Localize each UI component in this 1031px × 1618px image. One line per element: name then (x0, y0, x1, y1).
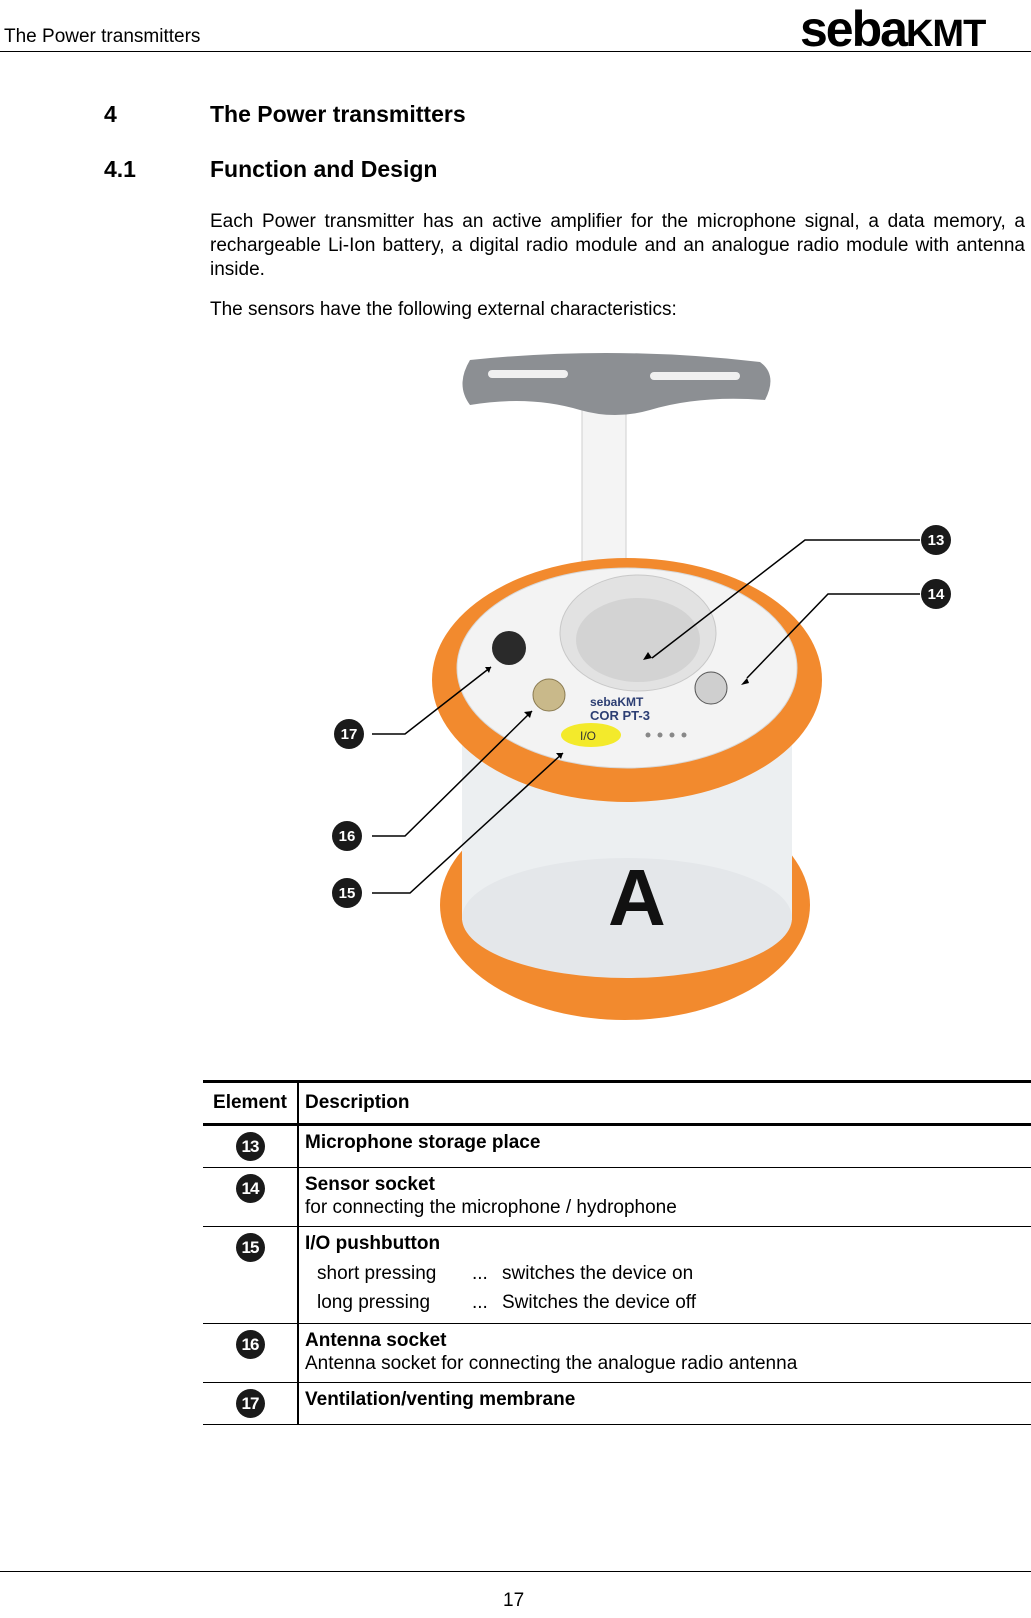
element-description-table: Element Description 13 Microphone storag… (203, 1080, 1031, 1425)
characteristics-paragraph: The sensors have the following external … (210, 299, 677, 320)
callout-17 (334, 719, 364, 749)
table-row: 15 I/O pushbutton short pressing...switc… (203, 1226, 1031, 1324)
callout-15 (332, 878, 362, 908)
row-text: Antenna socket for connecting the analog… (305, 1353, 798, 1374)
body-letter: A (608, 853, 666, 942)
subsection-number: 4.1 (104, 156, 136, 182)
io-button (561, 723, 621, 747)
section-number: 4 (104, 101, 117, 127)
vent-membrane (492, 631, 526, 665)
row-title: Ventilation/venting membrane (305, 1389, 576, 1410)
element-badge: 13 (235, 1132, 265, 1161)
table-row: 17 Ventilation/venting membrane (203, 1382, 1031, 1425)
handle-grip (462, 352, 771, 415)
svg-text:14: 14 (928, 586, 945, 603)
intro-paragraph: Each Power transmitter has an active amp… (210, 211, 1025, 280)
footer-rule (0, 1571, 1031, 1572)
power-transmitter-figure: sebaKMT COR PT-3 I/O A 13 14 17 16 15 (332, 352, 951, 1020)
element-badge: 14 (235, 1174, 265, 1203)
table-row: 16 Antenna socket Antenna socket for con… (203, 1323, 1031, 1383)
col-header-element: Element (203, 1080, 299, 1126)
svg-text:15: 15 (339, 885, 356, 902)
callout-16 (332, 821, 362, 851)
element-badge: 17 (235, 1389, 265, 1418)
sebakmt-logo: sebaKMT (800, 1, 986, 57)
element-badge: 15 (235, 1233, 265, 1262)
row-title: Microphone storage place (305, 1132, 541, 1153)
table-row: 14 Sensor socket for connecting the micr… (203, 1167, 1031, 1227)
antenna-socket (532, 678, 566, 712)
svg-text:16: 16 (339, 828, 356, 845)
element-badge: 16 (235, 1330, 265, 1359)
table-row: 13 Microphone storage place (203, 1124, 1031, 1168)
subsection-title: Function and Design (210, 156, 438, 182)
header-rule (0, 51, 1031, 52)
page-number: 17 (503, 1590, 525, 1611)
svg-text:COR PT-3: COR PT-3 (590, 708, 650, 723)
row-title: Sensor socket (305, 1174, 435, 1195)
col-header-description: Description (298, 1080, 1031, 1126)
svg-text:I/O: I/O (580, 729, 596, 743)
running-header: The Power transmitters (4, 26, 201, 47)
row-title: Antenna socket (305, 1330, 447, 1351)
callout-13 (921, 525, 951, 555)
handle-stem (581, 394, 627, 576)
section-title: The Power transmitters (210, 101, 466, 127)
svg-text:13: 13 (928, 532, 945, 549)
callout-14 (921, 579, 951, 609)
row-title: I/O pushbutton (305, 1233, 441, 1254)
svg-text:17: 17 (341, 726, 358, 743)
svg-text:sebaKMT: sebaKMT (590, 695, 644, 709)
pushbutton-actions: short pressing...switches the device on … (317, 1263, 696, 1313)
row-text: for connecting the microphone / hydropho… (305, 1197, 677, 1218)
